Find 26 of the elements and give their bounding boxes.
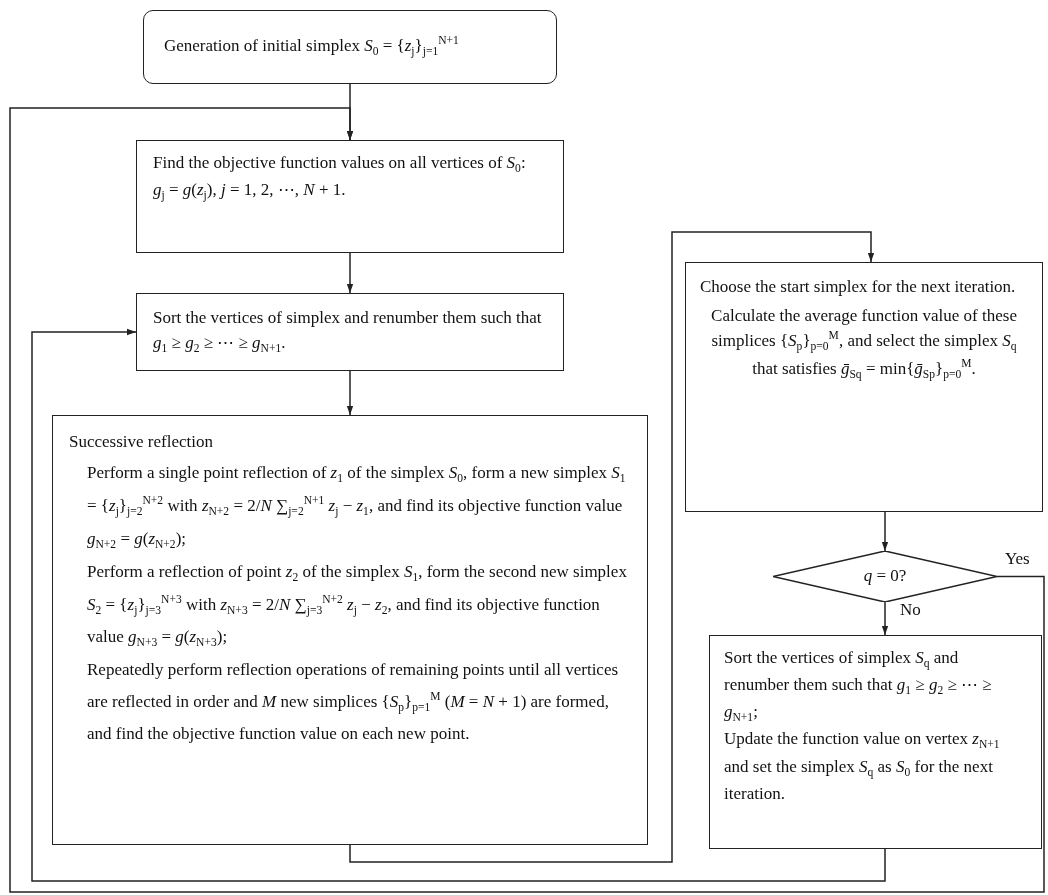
arrow [881,511,889,552]
step-text: Sort the vertices of simplex S$_{q}$ and renumber them such that g$_{1}$ ≥ g$_{2}$ ≥ ⋯ ≥ g$_{N+1}$; [724,647,993,727]
arrow [9,107,1045,893]
process-box [52,415,648,845]
arrow [881,601,889,636]
step-text: Perform a reflection of point z$_{2}$ of the simplex S$_{1}$, form the second new simplex S$_{2}$ = {z$_{j}$}$_{j=3}$$^{N+3}$ with z$_{N+3}$ = 2/N ∑$_{j=3}$$^{N+2}$ z$_{j}$ − z$_{2}$, and find its objective function value g$_{N+3}$ = g(z$_{N+3}$); [86,560,628,652]
arrow [349,231,875,863]
process-box [685,262,1043,512]
process-box [709,635,1042,849]
process-box [136,293,564,371]
step-text: Update the function value on vertex z$_{N+1}$ and set the simplex S$_{q}$ as S$_{0}$ for the next iteration. [724,728,1001,805]
box-heading: Successive reflection [69,431,214,453]
arrow [346,252,354,294]
step-text: Find the objective function values on all vertices of S$_{0}$: [153,152,527,178]
process-box [136,140,564,253]
step-text: g$_{j}$ = g(z$_{j}$), j = 1, 2, ⋯, N + 1. [153,179,347,205]
decision-diamond [773,551,997,602]
step-text: Choose the start simplex for the next iteration. [700,276,1017,298]
arrow [31,328,886,882]
step-text: Perform a single point reflection of z$_{1}$ of the simplex S$_{0}$, form a new simplex S$_{1}$ = {z$_{j}$}$_{j=2}$$^{N+2}$ with z$_{N+2}$ = 2/N ∑$_{j=2}$$^{N+1}$ z$_{j}$ − z$_{1}$, and find its objective function value g$_{N+2}$ = g(z$_{N+2}$); [86,462,627,554]
start-box [143,10,557,84]
arrow [346,370,354,416]
step-text: Repeatedly perform reflection operations of remaining points until all vertices are reflected in order and M new simplices {S$_{p}$}$_{p=1}$$^{M}$ (M = N + 1) are formed, and find the objective function value on each new point. [86,659,620,746]
step-text: Sort the vertices of simplex and renumber them such that g$_{1}$ ≥ g$_{2}$ ≥ ⋯ ≥ g$_{N+1}$. [153,307,543,358]
decision-text: q = 0? [863,565,907,588]
step-text: Calculate the average function value of these simplices {S$_{p}$}$_{p=0}$$^{M}$, and select the simplex S$_{q}$ that satisfies ḡ$_{Sq}$ = min{ḡ$_{Sp}$}$_{p=0}$$^{M}$. [710,304,1018,384]
